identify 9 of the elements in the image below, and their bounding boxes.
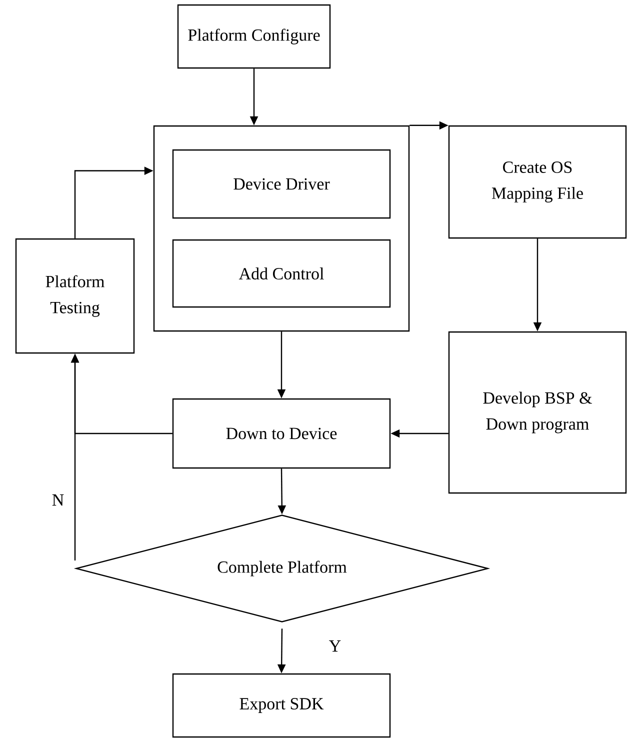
container-box <box>153 125 410 332</box>
process-box: Add Control <box>172 239 391 308</box>
process-box: Create OS Mapping File <box>448 125 627 239</box>
process-box: Platform Testing <box>15 238 135 354</box>
process-box: Platform Configure <box>177 4 331 69</box>
process-box: Export SDK <box>172 673 391 738</box>
process-box: Device Driver <box>172 149 391 219</box>
process-box: Develop BSP & Down program <box>448 331 627 494</box>
process-box: Down to Device <box>172 398 391 469</box>
